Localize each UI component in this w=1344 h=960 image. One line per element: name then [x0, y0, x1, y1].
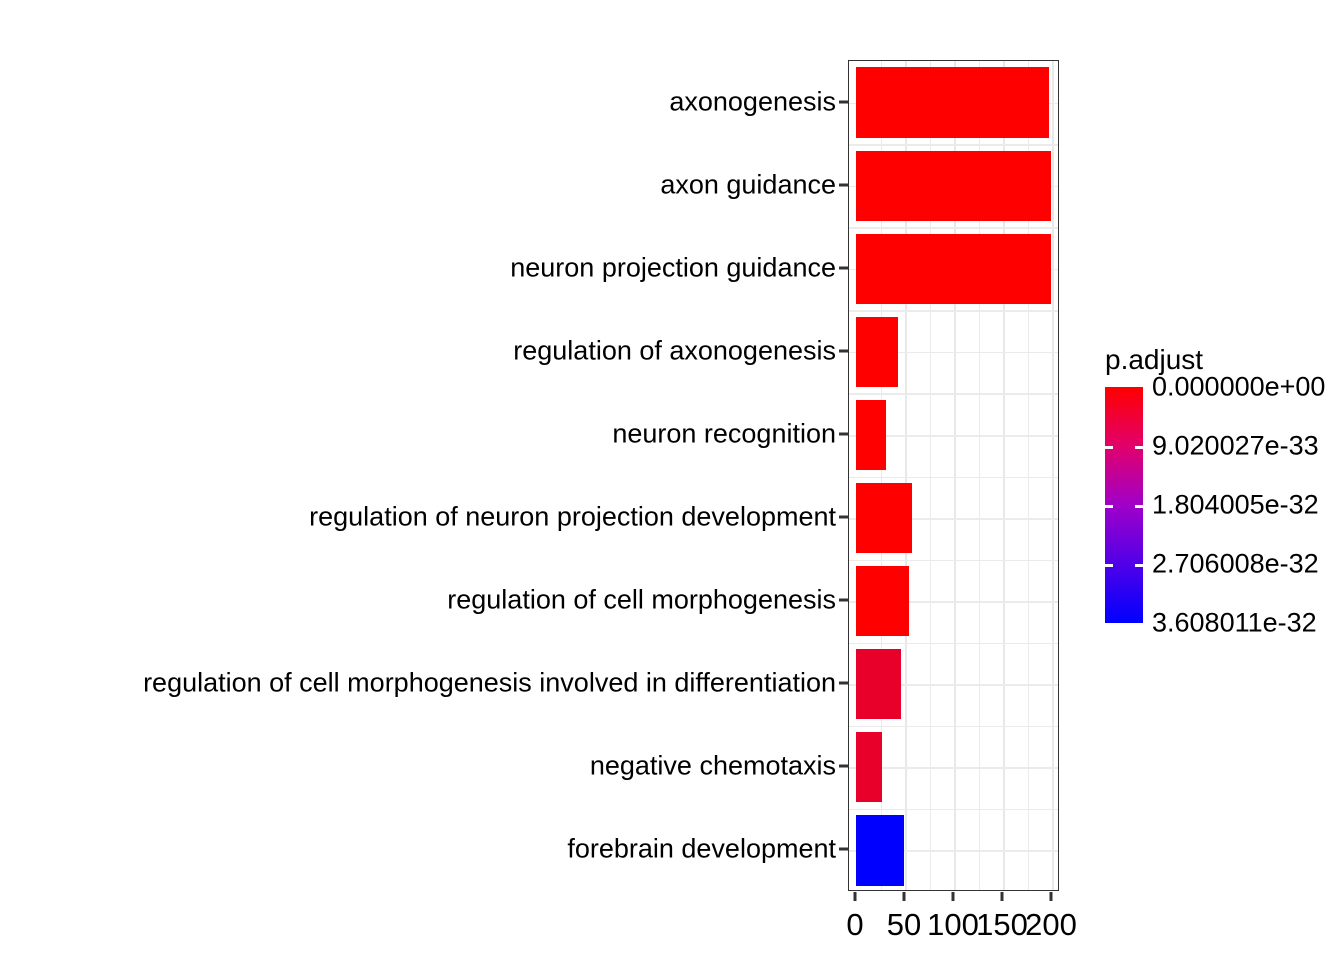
y-axis-tick-mark: [839, 100, 848, 104]
legend-tick-label: 0.000000e+00: [1152, 371, 1326, 402]
y-axis-tick-mark: [839, 598, 848, 602]
y-axis-tick-label: axon guidance: [660, 169, 836, 200]
gridline-horizontal-major: [849, 601, 1058, 603]
y-axis-tick-label: axonogenesis: [669, 86, 836, 117]
x-axis-tick-label: 150: [976, 907, 1028, 942]
gridline-vertical-minor: [978, 61, 981, 890]
y-axis-tick-mark: [839, 515, 848, 519]
gridline-horizontal-minor: [849, 144, 1058, 146]
bar-regulation-of-cell-morphogenesis[interactable]: [856, 566, 909, 637]
legend-tick-mark: [1105, 564, 1113, 567]
y-axis-tick-mark: [839, 432, 848, 436]
y-axis-tick-label: regulation of axonogenesis: [513, 335, 836, 366]
legend-tick-label: 2.706008e-32: [1152, 548, 1319, 579]
bar-neuron-projection-guidance[interactable]: [856, 233, 1052, 304]
gridline-horizontal-minor: [849, 642, 1058, 645]
gridline-horizontal-major: [849, 850, 1058, 853]
gridline-horizontal-minor: [849, 227, 1058, 229]
gridline-horizontal-minor: [849, 725, 1058, 728]
gridline-horizontal-minor: [849, 393, 1058, 395]
bar-regulation-of-neuron-projection-development[interactable]: [856, 482, 912, 554]
x-axis-tick-label: 200: [1025, 907, 1077, 942]
gridline-horizontal-major: [849, 684, 1058, 686]
legend-tick-label: 9.020027e-33: [1152, 430, 1319, 461]
legend-p-adjust: p.adjust 0.000000e+00 9.020027e-33 1.80400…: [1100, 344, 1344, 644]
gridline-horizontal-major: [849, 767, 1058, 769]
x-axis-tick-mark: [1049, 892, 1053, 901]
y-axis-tick-label: forebrain development: [567, 833, 836, 864]
y-axis-tick-label: neuron projection guidance: [510, 252, 836, 283]
y-axis-tick-mark: [839, 847, 848, 851]
y-axis-tick-label: negative chemotaxis: [589, 750, 836, 781]
bar-negative-chemotaxis[interactable]: [856, 732, 883, 803]
gridline-vertical-major: [1003, 61, 1006, 890]
x-axis-tick-label: 100: [927, 907, 979, 942]
gridline-vertical-minor: [880, 61, 883, 890]
bar-neuron-recognition[interactable]: [856, 399, 887, 471]
gridline-vertical-minor: [1027, 61, 1030, 890]
gridline-horizontal-minor: [849, 559, 1058, 562]
legend-title: p.adjust: [1105, 344, 1204, 375]
gridline-vertical-major: [1052, 61, 1055, 890]
gridline-horizontal-major: [849, 351, 1058, 354]
legend-tick-mark: [1135, 446, 1143, 449]
y-axis-tick-mark: [839, 681, 848, 685]
legend-tick-mark: [1135, 505, 1143, 508]
y-axis-tick-mark: [839, 764, 848, 768]
y-axis-tick-label: regulation of cell morphogenesis: [447, 584, 836, 615]
x-axis-tick-label: 0: [846, 907, 864, 942]
gridline-horizontal-major: [849, 518, 1058, 520]
gridline-vertical-major: [954, 61, 957, 890]
gridline-vertical-minor: [929, 61, 932, 890]
gridline-horizontal-minor: [849, 310, 1058, 312]
bar-axon-guidance[interactable]: [856, 150, 1052, 221]
x-axis-tick-label: 50: [886, 907, 922, 942]
legend-tick-mark: [1105, 505, 1113, 508]
gridline-horizontal-minor: [849, 808, 1058, 811]
bar-axonogenesis[interactable]: [856, 67, 1050, 138]
bar-regulation-of-cell-morphogenesis-involved-in-differentiation[interactable]: [856, 649, 902, 720]
gridline-vertical-major: [905, 61, 908, 890]
y-axis-tick-mark: [839, 183, 848, 187]
legend-tick-label: 1.804005e-32: [1152, 489, 1319, 520]
y-axis-tick-label: neuron recognition: [612, 418, 836, 449]
bar-regulation-of-axonogenesis[interactable]: [856, 316, 899, 387]
y-axis-tick-mark: [839, 266, 848, 270]
legend-tick-mark: [1135, 564, 1143, 567]
plot-panel: [848, 60, 1059, 891]
y-axis-tick-label: regulation of neuron projection developm…: [309, 501, 836, 532]
legend-tick-label: 3.608011e-32: [1152, 607, 1317, 638]
plot-panel-wrapper: [848, 60, 1059, 891]
gridline-horizontal-minor: [849, 476, 1058, 479]
legend-tick-mark: [1105, 446, 1113, 449]
x-axis-tick-mark: [1000, 892, 1004, 901]
gridline-horizontal-major: [849, 434, 1058, 437]
y-axis-tick-mark: [839, 349, 848, 353]
x-axis-tick-mark: [951, 892, 955, 901]
bar-forebrain-development[interactable]: [856, 815, 905, 886]
x-axis-tick-mark: [853, 892, 857, 901]
x-axis-tick-mark: [902, 892, 906, 901]
y-axis-tick-label: regulation of cell morphogenesis involve…: [143, 667, 836, 698]
